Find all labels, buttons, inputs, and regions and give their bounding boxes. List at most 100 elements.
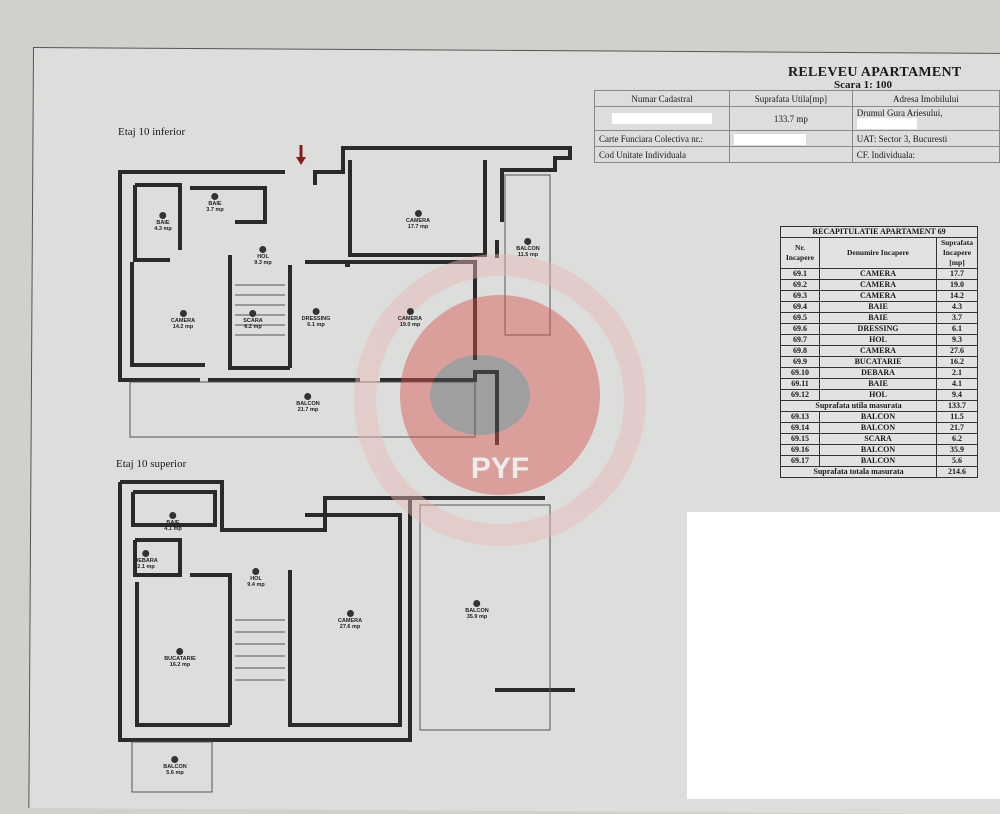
- table-cell: 21.7: [936, 422, 978, 434]
- table-cell: CAMERA: [819, 290, 937, 302]
- room-marker-icon: [211, 193, 219, 200]
- table-cell: CAMERA: [819, 268, 937, 280]
- room-area: 19.0 mp: [399, 322, 421, 328]
- room-marker-icon: [171, 756, 179, 763]
- table-cell: 69.11: [780, 378, 820, 390]
- wall: [313, 146, 572, 222]
- entrance-arrow-icon: [296, 145, 306, 165]
- table-cell: 69.6: [780, 323, 820, 335]
- table-cell: BUCATARIE: [819, 356, 937, 368]
- wall: [348, 160, 487, 257]
- table-cell: 69.2: [780, 279, 820, 291]
- room-area: 6.2 mp: [244, 324, 262, 330]
- room-name: HOL: [257, 254, 269, 260]
- room-marker-icon: [406, 308, 414, 315]
- table-cell: 11.5: [936, 411, 978, 423]
- room-area: 35.9 mp: [466, 614, 488, 620]
- wall: [118, 170, 285, 382]
- table-cell: 69.5: [780, 312, 820, 324]
- table-cell: HOL: [819, 334, 937, 346]
- room-area: 27.6 mp: [339, 624, 361, 630]
- table-cell: CAMERA: [819, 279, 937, 291]
- balcony-outline: [419, 504, 551, 731]
- room-marker-icon: [169, 512, 177, 519]
- table-cell: 69.17: [780, 455, 820, 467]
- recap-table: RECAPITULATIE APARTAMENT 69 Nr. Incapere…: [780, 226, 978, 478]
- table-cell: BALCON: [819, 444, 937, 456]
- recap-header: Suprafata Incapere [mp]: [936, 237, 978, 269]
- room-area: 9.4 mp: [247, 582, 265, 588]
- room-area: 6.1 mp: [307, 322, 325, 328]
- room-marker-icon: [159, 212, 167, 219]
- wall: [130, 262, 205, 367]
- table-cell: 69.9: [780, 356, 820, 368]
- table-cell: 2.1: [936, 367, 978, 379]
- svg-text:PYF: PYF: [471, 452, 529, 485]
- room-name: BAIE: [166, 520, 180, 526]
- table-cell: 19.0: [936, 279, 978, 291]
- table-cell: SCARA: [819, 433, 937, 445]
- room-name: CAMERA: [405, 218, 431, 224]
- room-marker-icon: [312, 308, 320, 315]
- room-marker-icon: [179, 310, 187, 317]
- room-name: HOL: [250, 576, 262, 582]
- room-name: DEBARA: [134, 558, 158, 564]
- table-cell: 6.2: [936, 433, 978, 445]
- balcony-outline: [129, 381, 476, 438]
- table-cell: 69.1: [780, 268, 820, 280]
- room-area: 4.3 mp: [154, 226, 172, 232]
- wall: [133, 538, 182, 577]
- room-area: 16.2 mp: [169, 662, 191, 668]
- room-name: BALCON: [465, 608, 489, 614]
- stairs: [235, 284, 285, 681]
- table-cell: 69.16: [780, 444, 820, 456]
- table-cell: BALCON: [819, 422, 937, 434]
- room-name: DRESSING: [301, 316, 331, 322]
- floor-label-upper: Etaj 10 superior: [116, 458, 187, 470]
- room-area: 14.2 mp: [172, 324, 194, 330]
- table-cell: BALCON: [819, 455, 937, 467]
- table-cell: 14.2: [936, 290, 978, 302]
- table-cell: 16.2: [936, 356, 978, 368]
- blank-overlay: [687, 512, 1000, 799]
- scale-label: Scara 1: 100: [834, 79, 893, 91]
- room-name: SCARA: [243, 318, 263, 324]
- suprafata-utila-value: 133.7 mp: [729, 105, 853, 132]
- table-cell: 69.15: [780, 433, 820, 445]
- wall: [190, 573, 232, 725]
- subtotal-row-label: Suprafata utila masurata: [780, 400, 937, 412]
- wall: [380, 370, 499, 445]
- room-name: CAMERA: [397, 316, 423, 322]
- balcony-outline: [504, 174, 551, 336]
- room-name: BALCON: [516, 246, 540, 252]
- table-cell: DEBARA: [819, 367, 937, 379]
- cf-individuala-label: CF. Individuala:: [851, 146, 1000, 164]
- floor-label-lower: Etaj 10 inferior: [118, 126, 186, 138]
- room-name: CAMERA: [337, 618, 363, 624]
- room-marker-icon: [142, 550, 150, 557]
- room-area: 4.1 mp: [164, 526, 182, 532]
- balcony-outline: [131, 741, 213, 793]
- table-cell: 4.3: [936, 301, 978, 313]
- room-area: 2.1 mp: [137, 564, 155, 570]
- total-row-value: 214.6: [936, 466, 978, 478]
- room-area: 11.5 mp: [517, 252, 539, 258]
